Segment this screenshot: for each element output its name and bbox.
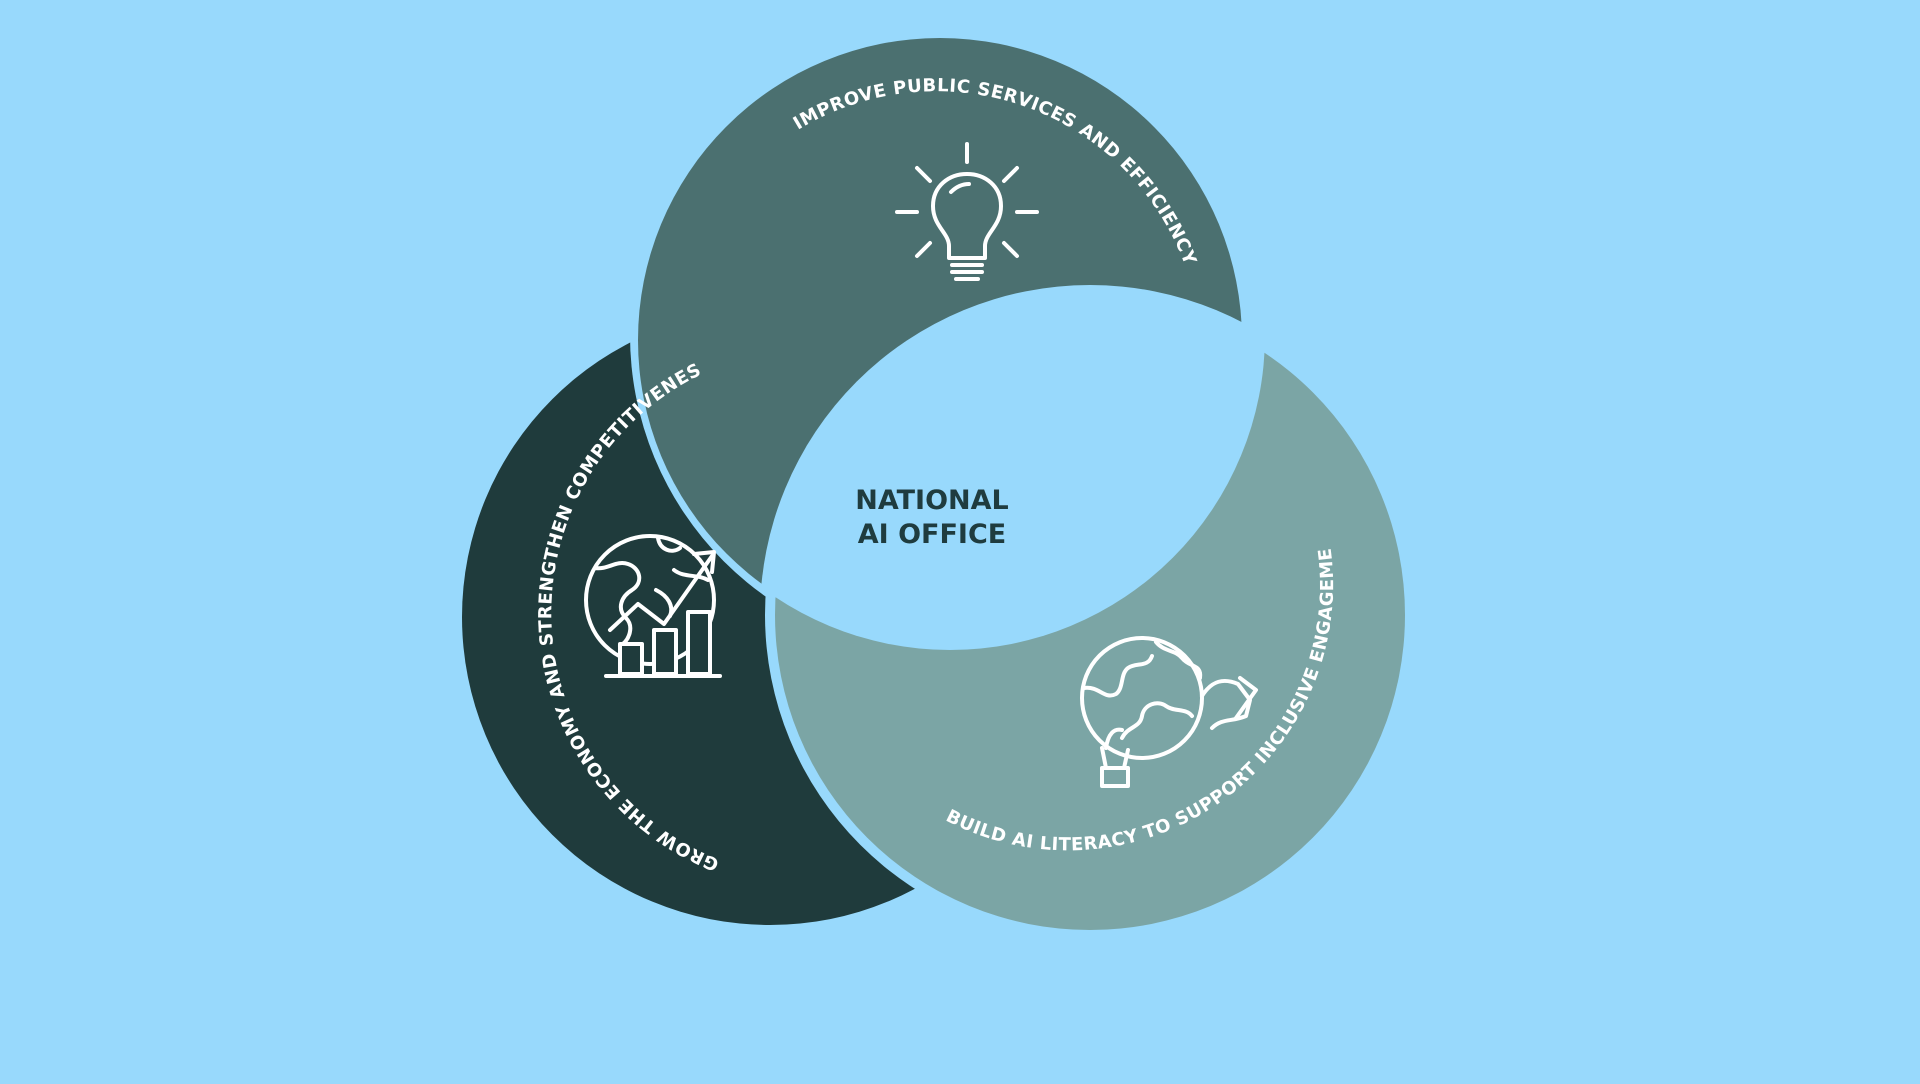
hand-holding-puzzle-globe-icon (1080, 636, 1258, 788)
globe-growth-chart-icon (584, 534, 722, 678)
lightbulb-icon (895, 142, 1039, 281)
center-title-line-2: AI OFFICE (858, 519, 1007, 550)
segment-top (638, 38, 1242, 642)
center-title-line-1: NATIONAL (855, 485, 1009, 516)
